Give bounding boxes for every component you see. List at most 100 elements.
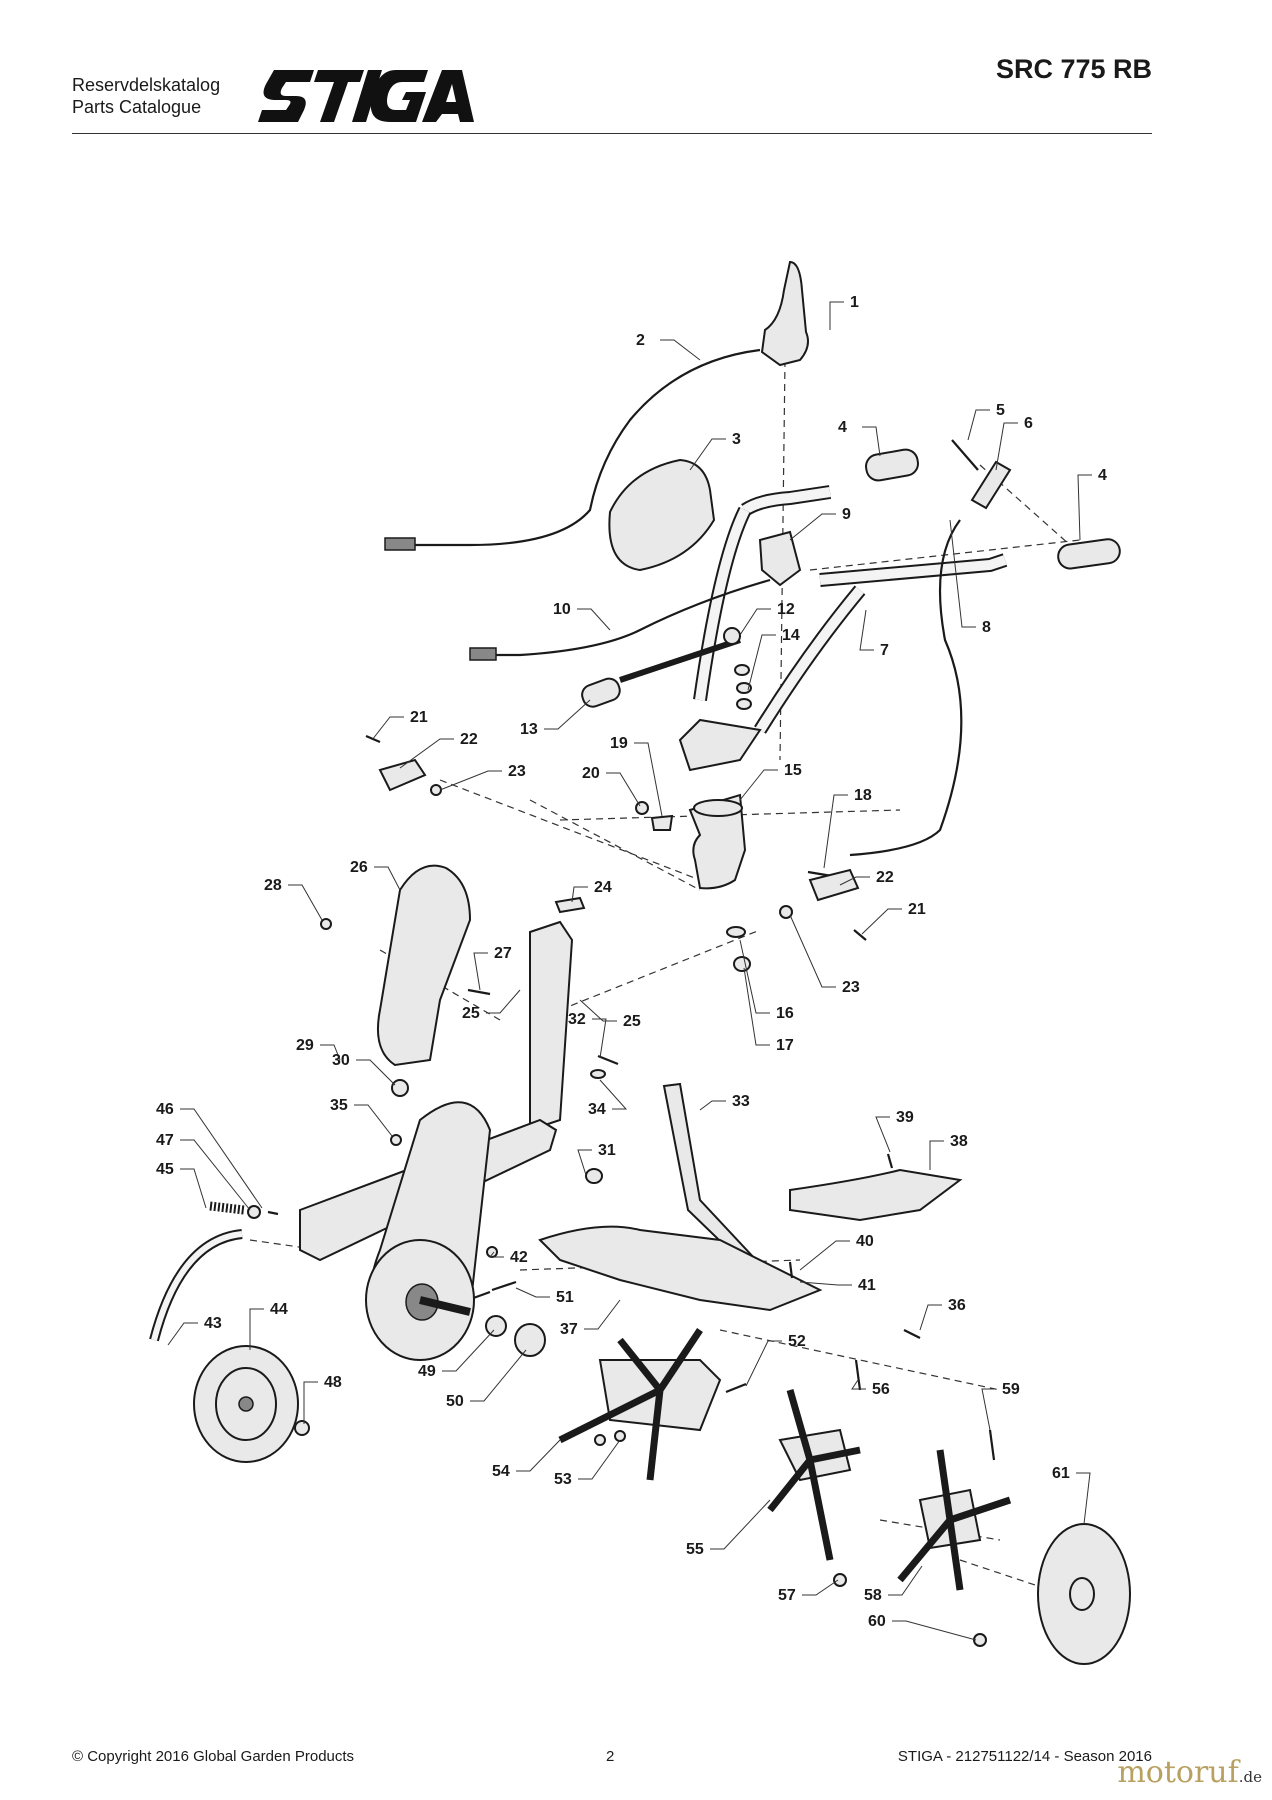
leader-line-44 [249,1308,264,1350]
part-label-43: 43 [204,1315,222,1332]
leader-line-28 [288,884,323,921]
footer-page-number: 2 [606,1748,615,1765]
part-label-50: 50 [446,1393,464,1410]
watermark-name: motoruf [1117,1755,1239,1790]
part-label-25: 25 [462,1005,480,1022]
leader-line-40 [799,1240,850,1271]
cable-10 [469,578,771,661]
part-label-33: 33 [732,1093,750,1110]
leader-line-3 [689,438,726,471]
part-label-58: 58 [864,1587,882,1604]
spring-45 [209,1201,245,1215]
part-label-22: 22 [876,869,894,886]
engine-cover [608,458,716,572]
part-label-34: 34 [588,1101,606,1118]
bolt-39 [886,1153,894,1169]
part-label-45: 45 [156,1161,174,1178]
leader-line-4 [862,426,881,457]
leader-line-14 [747,634,776,691]
washer-47 [247,1205,261,1219]
leader-line-59 [981,1388,996,1431]
part-label-28: 28 [264,877,282,894]
part-label-42: 42 [510,1249,528,1266]
leader-line-37 [584,1299,621,1330]
spring-52 [725,1382,747,1394]
nut-57 [833,1573,847,1587]
tine-assembly-55 [767,1389,861,1561]
bolt-5 [951,439,979,471]
leader-line-50 [470,1349,527,1402]
bolts-51 [467,1280,517,1302]
part-label-41: 41 [858,1277,876,1294]
cable-8 [849,519,963,857]
leader-line-43 [167,1322,198,1346]
clip-24 [554,896,586,914]
leader-line-15 [739,769,778,801]
leader-line-22 [399,738,454,769]
leader-line-54 [516,1439,561,1472]
leader-line-13 [544,699,591,730]
tiller-column [529,920,574,1132]
part-label-23: 23 [842,979,860,996]
nut-35 [390,1134,402,1146]
leader-line-16 [739,939,770,1014]
leader-line-38 [929,1140,944,1170]
leader-line-45 [180,1168,207,1209]
washer-34 [590,1069,606,1079]
leader-line-52 [745,1340,782,1387]
part-label-31: 31 [598,1142,616,1159]
part-label-21: 21 [410,709,428,726]
part-label-17: 17 [776,1037,794,1054]
bolt-59 [988,1429,996,1461]
part-label-23: 23 [508,763,526,780]
part-label-16: 16 [776,1005,794,1022]
part-label-30: 30 [332,1052,350,1069]
hub-50 [514,1323,546,1357]
leader-line-1 [829,301,844,330]
transport-wheel-frame [149,1229,243,1342]
part-label-24: 24 [594,879,612,896]
leader-line-57 [802,1579,839,1596]
transport-wheel [193,1345,299,1463]
part-label-13: 13 [520,721,538,738]
leader-line-9 [789,513,836,541]
model-name: SRC 775 RB [995,54,1152,84]
gear-lever [581,627,741,708]
part-label-14: 14 [782,627,800,644]
part-label-36: 36 [948,1297,966,1314]
clamp-plate-6 [970,460,1012,510]
bolt-36 [903,1329,921,1339]
leader-line-58 [888,1565,923,1596]
leader-line-49 [442,1329,495,1372]
nut-17 [733,956,751,972]
part-label-55: 55 [686,1541,704,1558]
leader-line-22 [839,876,870,886]
bushing-30 [391,1079,409,1097]
part-label-49: 49 [418,1363,436,1380]
leader-line-34 [599,1079,628,1110]
leader-line-60 [892,1620,977,1641]
handle-grip-left [865,448,919,482]
part-label-44: 44 [270,1301,288,1318]
part-label-5: 5 [996,402,1005,419]
part-label-25: 25 [623,1013,641,1030]
bolt-27 [467,988,491,996]
pin-32 [597,1054,619,1066]
part-label-59: 59 [1002,1381,1020,1398]
watermark: motoruf.de [1117,1755,1262,1790]
part-label-4: 4 [838,419,847,436]
leader-line-10 [577,608,611,631]
side-disc [1037,1523,1131,1665]
part-label-46: 46 [156,1101,174,1118]
part-label-47: 47 [156,1132,174,1149]
part-label-10: 10 [553,601,571,618]
part-label-48: 48 [324,1374,342,1391]
leader-line-48 [303,1381,318,1424]
clip-48 [294,1420,310,1436]
chain-sprocket [365,1239,475,1361]
leader-line-55 [710,1499,771,1550]
footer-copyright: © Copyright 2016 Global Garden Products [72,1748,355,1765]
leader-line-17 [743,967,770,1046]
handle-mount [688,793,747,890]
leader-line-46 [180,1108,263,1209]
